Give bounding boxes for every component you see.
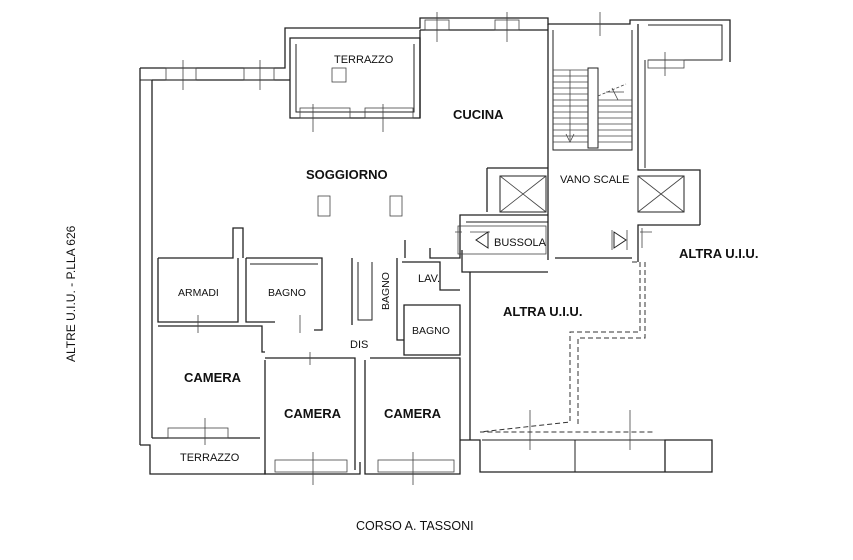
label-camera-right: CAMERA xyxy=(384,406,442,421)
label-bagno-small: BAGNO xyxy=(412,325,450,337)
label-altra-uiu-right: ALTRA U.I.U. xyxy=(679,246,758,261)
staircase xyxy=(553,67,632,149)
windows xyxy=(165,19,685,473)
label-camera-left: CAMERA xyxy=(184,370,242,385)
label-armadi: ARMADI xyxy=(178,287,219,299)
label-camera-mid: CAMERA xyxy=(284,406,342,421)
label-terrazzo-top: TERRAZZO xyxy=(334,54,394,66)
interior-walls xyxy=(157,30,548,470)
label-bagno-vertical: BAGNO xyxy=(380,272,392,310)
label-lav: LAV. xyxy=(418,273,440,285)
label-vano-scale: VANO SCALE xyxy=(560,174,630,186)
label-soggiorno: SOGGIORNO xyxy=(306,167,388,182)
label-cucina: CUCINA xyxy=(453,107,504,122)
label-bagno-left: BAGNO xyxy=(268,287,306,299)
room-labels: TERRAZZO CUCINA SOGGIORNO VANO SCALE BUS… xyxy=(178,54,758,464)
side-label: ALTRE U.I.U. - P.LLA 626 xyxy=(64,225,78,362)
street-label: CORSO A. TASSONI xyxy=(356,519,474,533)
label-bussola: BUSSOLA xyxy=(494,237,547,249)
window-markers xyxy=(182,12,666,485)
label-dis: DIS xyxy=(350,339,368,351)
shaft-boxes xyxy=(499,175,685,213)
stair-markers xyxy=(457,225,628,255)
dashed-boundary xyxy=(479,261,655,433)
label-altra-uiu-center: ALTRA U.I.U. xyxy=(503,304,582,319)
label-terrazzo-bottom: TERRAZZO xyxy=(180,452,240,464)
